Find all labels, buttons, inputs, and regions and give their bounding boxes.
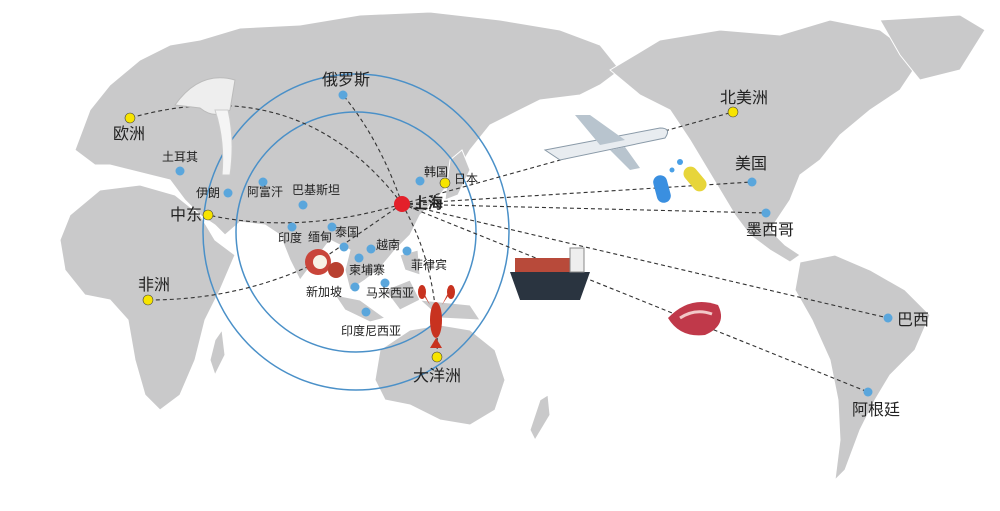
dot-iran[interactable] xyxy=(223,188,233,198)
label-korea: 韩国 xyxy=(424,165,449,179)
label-pakistan: 巴基斯坦 xyxy=(292,183,341,197)
dot-oceania[interactable] xyxy=(431,351,443,363)
dot-north-america[interactable] xyxy=(727,106,739,118)
dot-myanmar[interactable] xyxy=(327,222,337,232)
airplane-illustration xyxy=(543,115,669,170)
south-america-land xyxy=(794,254,931,482)
label-indonesia: 印度尼西亚 xyxy=(341,324,402,338)
capsules-illustration xyxy=(653,159,707,203)
madagascar-land xyxy=(209,328,226,377)
label-thailand: 泰国 xyxy=(335,225,360,239)
trade-routes xyxy=(129,94,889,393)
land-masses xyxy=(59,11,986,482)
north-america-land xyxy=(609,19,921,263)
label-philippines: 菲律宾 xyxy=(411,258,448,272)
route-russia xyxy=(342,94,403,205)
indonesia-land xyxy=(333,249,481,323)
label-europe: 欧洲 xyxy=(113,124,146,143)
dot-europe[interactable] xyxy=(124,112,136,124)
dot-malaysia[interactable] xyxy=(380,278,390,288)
route-brazil xyxy=(401,203,889,319)
label-argentina: 阿根廷 xyxy=(852,400,901,419)
dot-middle-east[interactable] xyxy=(202,209,214,221)
dot-africa[interactable] xyxy=(142,294,154,306)
label-brazil: 巴西 xyxy=(897,310,930,329)
inner-ring xyxy=(235,111,477,353)
rambutan-illustration xyxy=(305,249,344,278)
label-usa: 美国 xyxy=(735,154,768,173)
label-russia: 俄罗斯 xyxy=(322,70,371,89)
label-mexico: 墨西哥 xyxy=(746,220,795,239)
dot-usa[interactable] xyxy=(747,177,757,187)
label-india: 印度 xyxy=(278,231,303,245)
dot-india[interactable] xyxy=(287,222,297,232)
dot-philippines[interactable] xyxy=(402,246,412,256)
region-dots xyxy=(124,106,739,363)
dot-afghanistan[interactable] xyxy=(258,177,268,187)
dot-thailand[interactable] xyxy=(339,242,349,252)
distance-rings xyxy=(202,73,510,391)
greenland-land xyxy=(879,14,986,81)
dot-turkey[interactable] xyxy=(175,166,185,176)
label-singapore: 新加坡 xyxy=(306,285,343,299)
label-japan: 日本 xyxy=(454,172,479,186)
route-europe xyxy=(129,104,403,205)
label-turkey: 土耳其 xyxy=(162,150,199,164)
hub-label: 上海 xyxy=(413,194,444,212)
dot-vietnam[interactable] xyxy=(366,244,376,254)
route-oceania xyxy=(401,203,438,358)
meat-illustration xyxy=(668,301,722,336)
route-usa xyxy=(401,181,753,205)
route-mexico xyxy=(401,203,767,214)
label-malaysia: 马来西亚 xyxy=(366,286,415,300)
label-middle-east: 中东 xyxy=(170,205,203,224)
dot-cambodia[interactable] xyxy=(354,253,364,263)
country-dots xyxy=(175,90,893,397)
japan-land xyxy=(444,149,471,201)
dot-indonesia[interactable] xyxy=(361,307,371,317)
dot-mexico[interactable] xyxy=(761,208,771,218)
dot-brazil[interactable] xyxy=(883,313,893,323)
shanghai-hub-dot[interactable] xyxy=(394,196,410,212)
dot-korea[interactable] xyxy=(415,176,425,186)
label-myanmar: 缅甸 xyxy=(308,230,333,244)
label-afghanistan: 阿富汗 xyxy=(247,185,284,199)
lobster-illustration xyxy=(418,285,455,348)
label-vietnam: 越南 xyxy=(376,238,401,252)
outer-ring xyxy=(202,73,510,391)
cargo-ship-illustration xyxy=(510,247,590,300)
dot-argentina[interactable] xyxy=(863,387,873,397)
label-oceania: 大洋洲 xyxy=(413,366,462,385)
new-zealand-land xyxy=(529,394,551,442)
label-north-america: 北美洲 xyxy=(720,88,769,107)
route-middle-east xyxy=(207,203,403,224)
dot-singapore[interactable] xyxy=(350,282,360,292)
label-cambodia: 柬埔寨 xyxy=(349,263,386,277)
dot-japan[interactable] xyxy=(439,177,451,189)
label-iran: 伊朗 xyxy=(196,186,221,200)
dot-pakistan[interactable] xyxy=(298,200,308,210)
dot-russia[interactable] xyxy=(338,90,348,100)
milk-pour-illustration xyxy=(174,77,236,176)
label-africa: 非洲 xyxy=(138,275,171,294)
